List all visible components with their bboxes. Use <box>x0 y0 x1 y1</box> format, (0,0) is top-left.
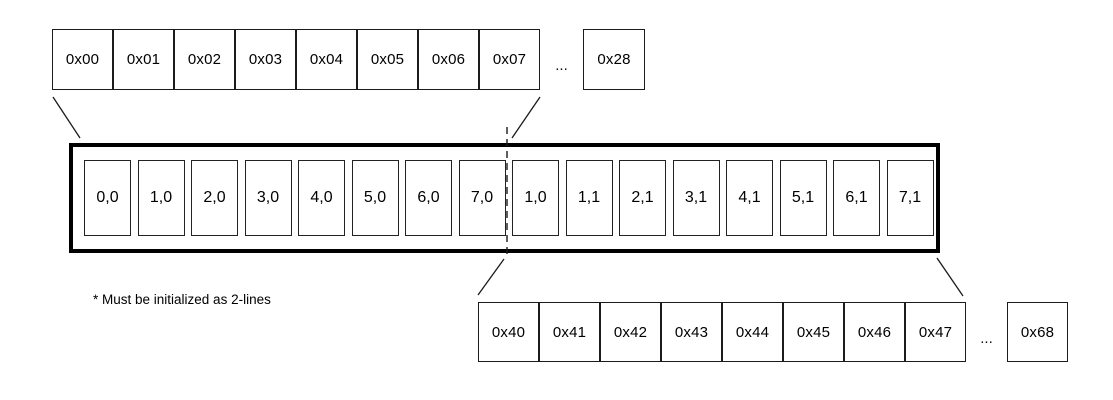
cache-cell: 3,1 <box>672 160 720 236</box>
cache-cell: 2,0 <box>191 160 238 236</box>
cache-cell: 3,0 <box>244 160 292 236</box>
memory-cell: 0x00 <box>52 29 113 90</box>
memory-cell-label: 0x02 <box>187 51 222 68</box>
cache-line-container: 0,0 1,0 2,0 3,0 4,0 5,0 <box>69 143 940 253</box>
memory-cell-label: 0x00 <box>65 51 100 68</box>
memory-cell: 0x06 <box>418 29 479 90</box>
memory-cell: 0x01 <box>113 29 174 90</box>
cache-cell: 6,0 <box>405 160 452 236</box>
cache-cell: 5,0 <box>351 160 399 236</box>
memory-cell-label: 0x05 <box>370 51 405 68</box>
cache-cell: 7,0 <box>458 160 506 236</box>
cache-cell-label: 7,0 <box>470 189 494 206</box>
ellipsis: ... <box>555 57 568 74</box>
memory-cell: 0x03 <box>235 29 296 90</box>
memory-cell: 0x42 <box>600 302 661 362</box>
cache-cell-label: 2,0 <box>203 189 226 206</box>
cache-cell-label: 6,0 <box>417 189 440 206</box>
memory-cell-label: 0x46 <box>857 323 892 341</box>
memory-cell-label: 0x43 <box>674 323 709 341</box>
init-note: * Must be initialized as 2-lines <box>93 292 271 307</box>
connector-line-bottom-left <box>477 258 505 296</box>
memory-cell: 0x05 <box>357 29 418 90</box>
lower-address-row: 0x40 0x41 0x42 0x43 0x44 <box>478 302 1068 362</box>
cache-line-1-cells: 1,0 1,1 2,1 3,1 4,1 5,1 <box>512 160 934 236</box>
connector-line-top-left <box>52 96 81 139</box>
cache-cell: 4,0 <box>298 160 345 236</box>
memory-cell-label: 0x47 <box>918 323 953 341</box>
memory-cell-label: 0x45 <box>796 323 831 341</box>
memory-cell: 0x43 <box>661 302 722 362</box>
cache-cell: 6,1 <box>833 160 880 236</box>
memory-cell: 0x46 <box>844 302 905 362</box>
cache-cell-label: 1,0 <box>524 189 547 206</box>
memory-cell: 0x04 <box>296 29 357 90</box>
memory-cell: 0x02 <box>174 29 235 90</box>
ellipsis: ... <box>980 329 993 347</box>
cache-cell-label: 0,0 <box>96 189 119 206</box>
memory-cell-label: 0x41 <box>552 323 587 341</box>
memory-cell-label: 0x07 <box>492 51 527 68</box>
cache-cell: 1,0 <box>137 160 185 236</box>
connector-line-top-right <box>511 96 541 139</box>
cache-cell: 7,1 <box>886 160 934 236</box>
memory-cell-label: 0x04 <box>309 51 344 68</box>
upper-address-cells: 0x00 0x01 0x02 0x03 0x04 <box>52 29 540 90</box>
cache-cell-label: 7,1 <box>898 189 922 206</box>
cache-cell-label: 3,1 <box>684 189 708 206</box>
memory-cell-label: 0x68 <box>1020 323 1055 341</box>
memory-cell: 0x41 <box>539 302 600 362</box>
memory-cell-label: 0x06 <box>431 51 466 68</box>
memory-cell: 0x28 <box>583 29 645 90</box>
cache-cell-label: 1,1 <box>577 189 601 206</box>
memory-cell: 0x44 <box>722 302 783 362</box>
upper-address-row: 0x00 0x01 0x02 0x03 0x04 <box>52 29 645 90</box>
cache-cell: 1,0 <box>512 160 559 236</box>
cache-cell: 4,1 <box>726 160 773 236</box>
memory-cell-label: 0x28 <box>597 51 631 68</box>
memory-cell: 0x07 <box>479 29 540 90</box>
cache-cell-label: 4,1 <box>738 189 761 206</box>
lower-address-cells: 0x40 0x41 0x42 0x43 0x44 <box>478 302 966 362</box>
cache-cell-label: 3,0 <box>256 189 280 206</box>
cache-cell-label: 5,0 <box>363 189 387 206</box>
memory-cell-label: 0x40 <box>491 323 526 341</box>
cache-cell: 5,1 <box>779 160 827 236</box>
cache-cell-label: 1,0 <box>149 189 173 206</box>
memory-cell-label: 0x01 <box>126 51 161 68</box>
cache-cell: 2,1 <box>619 160 666 236</box>
cache-cell-label: 4,0 <box>310 189 333 206</box>
memory-cell: 0x68 <box>1007 302 1068 362</box>
memory-cell-label: 0x42 <box>613 323 648 341</box>
memory-cell-label: 0x03 <box>248 51 283 68</box>
connector-line-bottom-right <box>936 257 964 297</box>
cache-cell: 1,1 <box>565 160 613 236</box>
cache-cell-label: 2,1 <box>631 189 654 206</box>
cache-cell-label: 5,1 <box>791 189 815 206</box>
cache-line-0-cells: 0,0 1,0 2,0 3,0 4,0 5,0 <box>84 160 506 236</box>
memory-cell-label: 0x44 <box>735 323 770 341</box>
cache-cell: 0,0 <box>84 160 131 236</box>
memory-cell: 0x47 <box>905 302 966 362</box>
memory-cell: 0x45 <box>783 302 844 362</box>
cache-cell-label: 6,1 <box>845 189 868 206</box>
memory-cell: 0x40 <box>478 302 539 362</box>
